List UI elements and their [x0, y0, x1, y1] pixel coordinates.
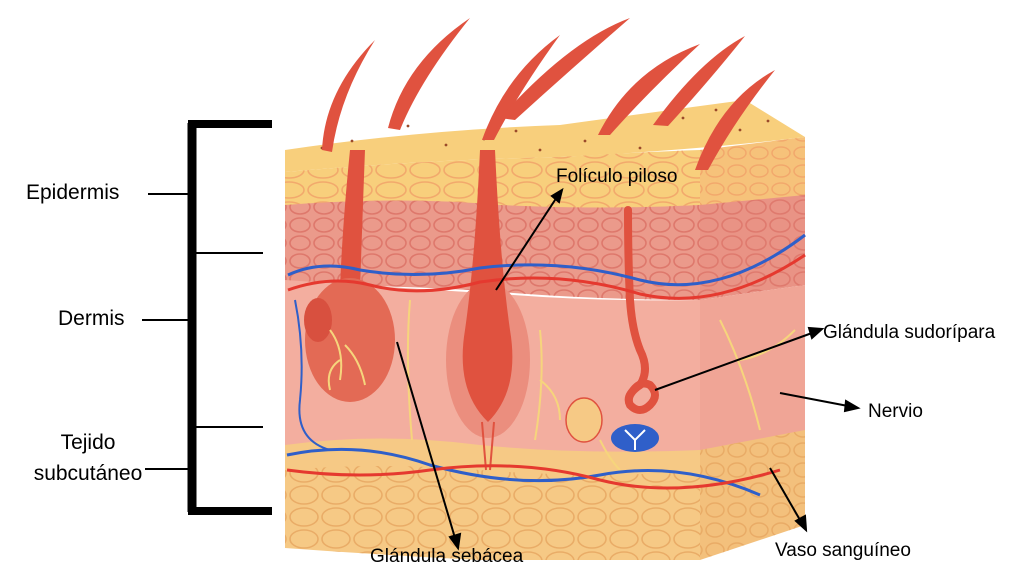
label-sweat-gland: Glándula sudorípara: [823, 322, 995, 345]
label-hair-follicle: Folículo piloso: [556, 166, 677, 189]
label-subcutaneous-line2: subcutáneo: [28, 461, 148, 486]
layer-bracket: [142, 123, 272, 512]
label-subcutaneous: Tejido subcutáneo: [28, 430, 148, 486]
label-blood-vessel: Vaso sanguíneo: [775, 540, 911, 563]
label-nerve: Nervio: [868, 401, 923, 424]
label-sebaceous-gland: Glándula sebácea: [370, 546, 523, 569]
label-epidermis: Epidermis: [26, 180, 119, 205]
skin-side-face: [700, 137, 805, 560]
label-subcutaneous-line1: Tejido: [28, 430, 148, 455]
label-dermis: Dermis: [58, 306, 125, 331]
